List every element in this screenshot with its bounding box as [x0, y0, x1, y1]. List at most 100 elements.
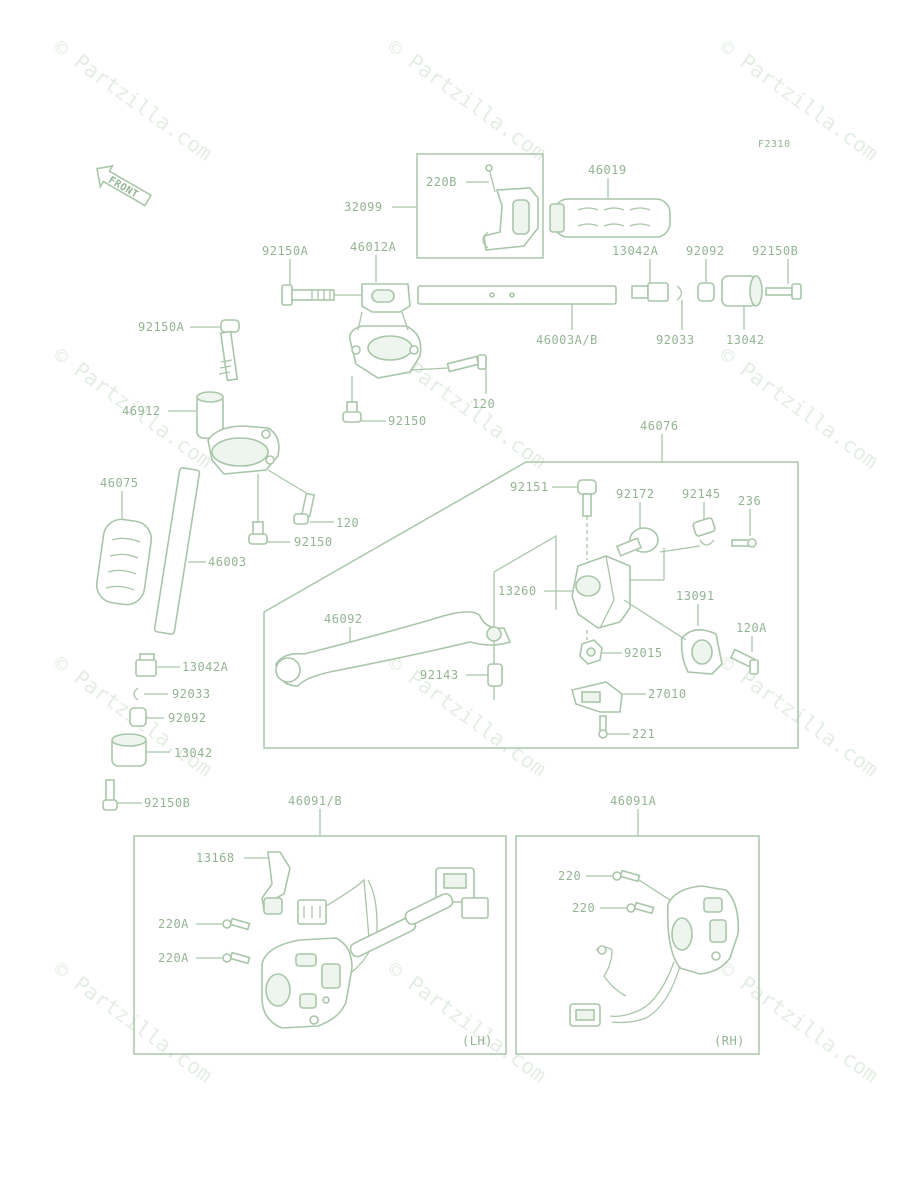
part-label: 27010	[648, 687, 687, 701]
watermark: © Partzilla.com	[715, 35, 883, 166]
part-label: 92033	[172, 687, 211, 701]
bar-end-weight-icon	[721, 275, 763, 307]
part-label: 13042A	[612, 244, 659, 258]
handlebar-tube-icon	[417, 285, 617, 305]
part-label: 92150	[388, 414, 427, 428]
switch-connector-icon	[435, 867, 489, 919]
part-label: 13260	[498, 584, 537, 598]
wire-harness-icon	[569, 945, 681, 1027]
rubber-damper-icon	[129, 707, 147, 727]
part-label: 92172	[616, 487, 655, 501]
left-switch-box	[133, 835, 507, 1055]
choke-lever-icon	[261, 851, 291, 915]
screw-icon	[729, 648, 759, 675]
front-arrow-icon: FRONT	[96, 164, 153, 207]
part-label: 92151	[510, 480, 549, 494]
left-grip-icon	[95, 518, 153, 606]
screw-icon	[598, 715, 608, 739]
handlebar-clamp-icon	[348, 283, 422, 379]
screw-icon	[222, 917, 251, 931]
watermark: © Partzilla.com	[383, 957, 551, 1088]
circlip-icon	[133, 687, 139, 701]
wire-harness-icon	[349, 892, 454, 958]
part-label: 220A	[158, 951, 189, 965]
part-label: 46092	[324, 612, 363, 626]
watermark: © Partzilla.com	[383, 651, 551, 782]
screw-icon	[612, 869, 641, 883]
part-label: 120A	[736, 621, 767, 635]
bolt-icon	[102, 779, 118, 811]
part-label: 120	[336, 516, 359, 530]
part-label: 220	[572, 901, 595, 915]
part-label: 46019	[588, 163, 627, 177]
part-label: 220A	[158, 917, 189, 931]
part-label: 46076	[640, 419, 679, 433]
right-side-label: (RH)	[714, 1034, 745, 1048]
pivot-bolt-icon	[577, 479, 597, 517]
part-label: 92150	[294, 535, 333, 549]
part-label: 220	[558, 869, 581, 883]
bolt-icon	[218, 319, 240, 382]
bolt-icon	[248, 521, 268, 545]
part-label: 13042A	[182, 660, 229, 674]
pin-icon	[731, 538, 757, 548]
left-switch-housing-icon	[261, 937, 353, 1029]
left-side-label: (LH)	[462, 1034, 493, 1048]
spring-icon	[692, 517, 716, 546]
throttle-housing-icon	[482, 187, 539, 251]
bar-end-weight-icon	[135, 653, 157, 677]
right-grip-icon	[549, 198, 671, 238]
right-switch-box	[515, 835, 760, 1055]
bolt-icon	[342, 401, 362, 423]
lever-clamp-icon	[680, 629, 723, 675]
part-label: 220B	[426, 175, 457, 189]
part-label: 13091	[676, 589, 715, 603]
part-label: 46091A	[610, 794, 657, 808]
screw-icon	[446, 354, 487, 373]
handlebar-tube-icon	[153, 467, 201, 635]
part-label: 92143	[420, 668, 459, 682]
part-label: 92150B	[144, 796, 190, 810]
lever-assembly-box	[263, 461, 799, 749]
part-label: 236	[738, 494, 761, 508]
part-label: 92092	[686, 244, 725, 258]
bar-end-weight-icon	[111, 733, 147, 767]
brake-lever-icon	[275, 611, 512, 687]
right-switch-housing-icon	[666, 885, 740, 975]
throttle-housing-box	[416, 153, 544, 259]
part-label: 32099	[344, 200, 383, 214]
part-label: 120	[472, 397, 495, 411]
nut-icon	[579, 639, 603, 665]
screw-icon	[626, 901, 655, 915]
watermark: © Partzilla.com	[715, 651, 883, 782]
part-label: 92150A	[138, 320, 185, 334]
part-label: 13042	[174, 746, 213, 760]
part-label: 46003A/B	[536, 333, 598, 347]
collar-icon	[487, 663, 503, 687]
part-label: 92145	[682, 487, 721, 501]
part-label: 46012A	[350, 240, 397, 254]
circlip-icon	[676, 285, 683, 301]
watermark: © Partzilla.com	[49, 957, 217, 1088]
part-label: 46912	[122, 404, 161, 418]
watermark: © Partzilla.com	[715, 957, 883, 1088]
screw-icon	[222, 951, 251, 965]
part-label: 92092	[168, 711, 207, 725]
part-label: 13042	[726, 333, 765, 347]
bolt-icon	[281, 284, 335, 306]
part-label: 46003	[208, 555, 247, 569]
brake-switch-icon	[571, 681, 623, 713]
part-label: 92033	[656, 333, 695, 347]
watermark: © Partzilla.com	[383, 35, 551, 166]
lever-holder-icon	[571, 555, 631, 629]
part-label: 46091/B	[288, 794, 342, 808]
watermark: © Partzilla.com	[49, 35, 217, 166]
part-label: 221	[632, 727, 655, 741]
handlebar-clamp-icon	[196, 391, 280, 475]
part-label: 92015	[624, 646, 663, 660]
part-label: 92150A	[262, 244, 309, 258]
part-label: 46075	[100, 476, 139, 490]
watermark: © Partzilla.com	[715, 343, 883, 474]
part-label: 92150B	[752, 244, 798, 258]
